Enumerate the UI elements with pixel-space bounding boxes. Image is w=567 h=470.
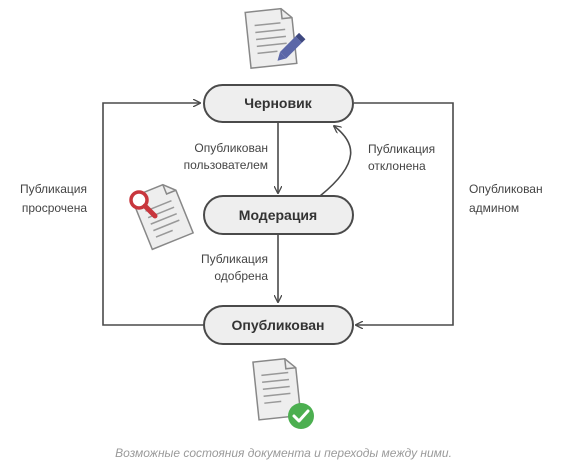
svg-text:одобрена: одобрена [214,269,268,283]
label-approved: Публикация одобрена [201,252,268,283]
edge-draft-to-published [354,102,454,325]
state-draft-label: Черновик [244,95,312,111]
label-published-by-admin: Опубликован админом [469,182,543,215]
label-expired: Публикация просрочена [20,182,87,215]
label-published-by-user: Опубликован пользователем [184,141,268,172]
document-checkmark-icon [252,358,314,429]
svg-text:Опубликован: Опубликован [194,141,268,155]
edges [102,102,454,326]
svg-text:Опубликован: Опубликован [469,182,543,196]
label-rejected: Публикация отклонена [368,142,435,173]
state-published-label: Опубликован [232,317,325,333]
state-draft: Черновик [203,84,354,123]
svg-text:Публикация: Публикация [20,182,87,196]
state-published: Опубликован [203,305,354,345]
state-moderation: Модерация [203,195,354,235]
svg-text:отклонена: отклонена [368,159,426,173]
edge-moderation-to-draft [319,126,352,197]
caption: Возможные состояния документа и переходы… [115,446,452,460]
svg-text:админом: админом [469,201,519,215]
state-moderation-label: Модерация [239,207,317,223]
document-magnifier-icon [129,183,195,251]
svg-text:Публикация: Публикация [201,252,268,266]
svg-text:Публикация: Публикация [368,142,435,156]
svg-text:просрочена: просрочена [22,201,87,215]
document-pencil-icon [244,7,306,69]
edge-published-to-draft [102,103,204,326]
svg-text:пользователем: пользователем [184,158,268,172]
